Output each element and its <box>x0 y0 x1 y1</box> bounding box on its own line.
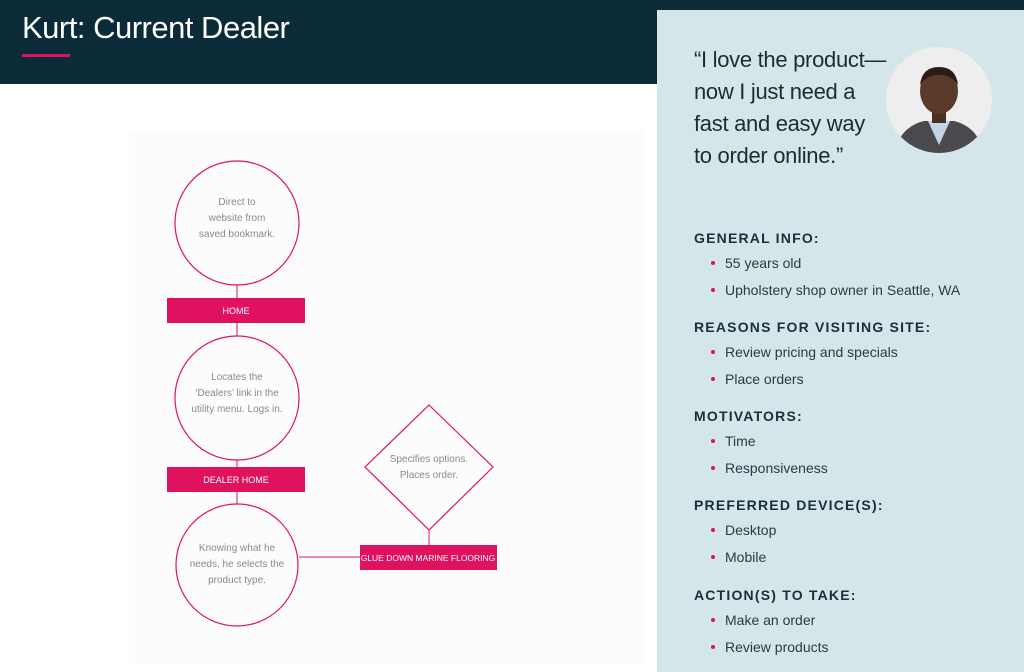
bullet-icon <box>711 555 715 559</box>
step-1-text-line: website from <box>208 213 266 224</box>
person-portrait-icon <box>886 47 992 153</box>
bullet-icon <box>711 288 715 292</box>
step-2-text-line: ‘Dealers’ link in the <box>195 388 279 399</box>
step-1-text-line: Direct to <box>218 197 256 208</box>
list-item: Place orders <box>694 369 931 396</box>
bullet-icon <box>711 439 715 443</box>
bullet-icon <box>711 528 715 532</box>
section-title: PREFERRED DEVICE(S): <box>694 497 884 513</box>
general-info-section: GENERAL INFO: 55 years old Upholstery sh… <box>694 229 960 307</box>
list-item: Mobile <box>694 547 884 574</box>
step-2-circle <box>174 335 300 461</box>
section-title: ACTION(S) TO TAKE: <box>694 587 857 603</box>
list-item: Time <box>694 431 828 458</box>
title-underline <box>22 54 70 57</box>
section-title: REASONS FOR VISITING SITE: <box>694 319 932 335</box>
list-item: Make an order <box>694 610 857 637</box>
bullet-icon <box>711 350 715 354</box>
bullet-icon <box>711 466 715 470</box>
list-item: Review pricing and specials <box>694 342 931 369</box>
list-item: Responsiveness <box>694 458 828 485</box>
step-3-text-line: product type. <box>208 575 266 586</box>
step-1-circle <box>174 160 300 286</box>
motivators-section: MOTIVATORS: Time Responsiveness <box>694 407 828 485</box>
actions-section: ACTION(S) TO TAKE: Make an order Review … <box>694 586 857 664</box>
bullet-icon <box>711 645 715 649</box>
dealer-home-box <box>167 467 305 492</box>
quote-line: now I just need a <box>694 79 856 104</box>
quote-line: to order online.” <box>694 143 843 168</box>
persona-panel: “I love the product— now I just need a f… <box>657 10 1024 672</box>
dealer-home-label: DEALER HOME <box>203 475 269 485</box>
list-item: 55 years old <box>694 253 960 280</box>
bullet-icon <box>711 618 715 622</box>
page-title: Kurt: Current Dealer <box>22 10 290 45</box>
step-3-text-line: needs, he selects the <box>190 559 285 570</box>
quote-line: “I love the product— <box>694 47 887 72</box>
section-title: GENERAL INFO: <box>694 230 820 246</box>
step-4-text-line: Places order. <box>400 470 458 481</box>
bullet-icon <box>711 377 715 381</box>
step-3-circle <box>175 503 299 627</box>
persona-quote: “I love the product— now I just need a f… <box>694 44 894 172</box>
user-flow-diagram: Direct to website from saved bookmark. H… <box>129 130 644 665</box>
list-item: Desktop <box>694 520 884 547</box>
bullet-icon <box>711 261 715 265</box>
step-1-text-line: saved bookmark. <box>199 229 275 240</box>
step-2-text-line: Locates the <box>211 372 263 383</box>
quote-line: fast and easy way <box>694 111 865 136</box>
devices-section: PREFERRED DEVICE(S): Desktop Mobile <box>694 496 884 574</box>
step-4-text-line: Specifies options. <box>390 454 468 465</box>
product-type-label: GLUE DOWN MARINE FLOORING <box>361 553 496 563</box>
avatar <box>886 47 992 153</box>
list-item: Upholstery shop owner in Seattle, WA <box>694 280 960 307</box>
home-page-box <box>167 298 305 323</box>
list-item: Review products <box>694 637 857 664</box>
reasons-section: REASONS FOR VISITING SITE: Review pricin… <box>694 318 931 396</box>
product-type-box <box>360 545 497 570</box>
home-page-label: HOME <box>223 306 250 316</box>
section-title: MOTIVATORS: <box>694 408 803 424</box>
step-4-diamond <box>364 404 494 531</box>
flow-svg: Direct to website from saved bookmark. H… <box>167 160 497 627</box>
step-2-text-line: utility menu. Logs in. <box>191 404 282 415</box>
step-3-text-line: Knowing what he <box>199 543 276 554</box>
